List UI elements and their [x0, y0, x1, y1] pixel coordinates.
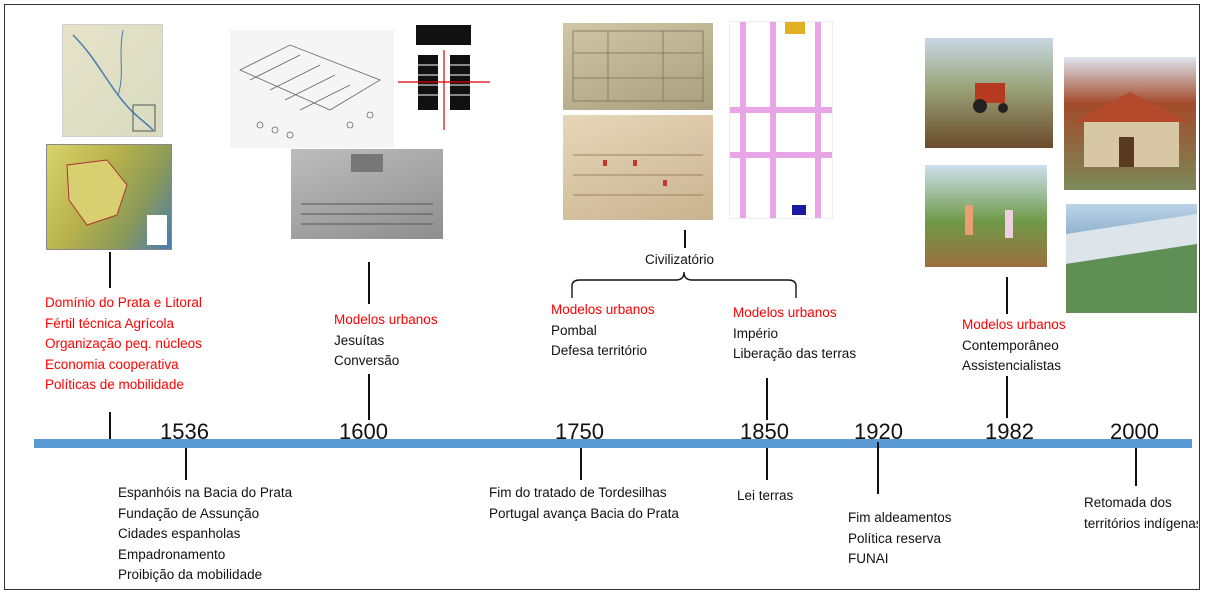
text-line: FUNAI — [848, 551, 889, 566]
tick-1920-down — [877, 442, 879, 494]
block-1750-below: Fim do tratado de Tordesilhas Portugal a… — [489, 483, 679, 524]
text-line: Assistencialistas — [962, 358, 1062, 373]
text-line: Retomada dos — [1084, 495, 1172, 510]
text-line: Defesa território — [551, 343, 648, 358]
connector-1982-upper — [1006, 277, 1008, 314]
tick-1982-up — [1006, 376, 1008, 418]
dam-photo — [1066, 204, 1197, 313]
text-line: Fim do tratado de Tordesilhas — [489, 485, 667, 500]
text-line: Domínio do Prata e Litoral — [45, 295, 202, 310]
civilizatorio-label: Civilizatório — [645, 252, 715, 267]
block-1850-above: Modelos urbanos Império Liberação das te… — [733, 303, 856, 365]
connector-1600-upper — [368, 262, 370, 304]
urban-plan-grey-image — [563, 23, 713, 110]
connector-civilizatorio — [684, 230, 686, 248]
block-1920-below: Fim aldeamentos Política reserva FUNAI — [848, 508, 952, 570]
tick-1750-down — [580, 448, 582, 480]
tick-1536-up — [109, 412, 111, 440]
text-line: Fértil técnica Agrícola — [45, 315, 175, 331]
year-label-1982: 1982 — [985, 419, 1034, 444]
mission-plan-image — [398, 20, 490, 132]
text-line: Fim aldeamentos — [848, 510, 952, 525]
text-line: Espanhóis na Bacia do Prata — [118, 485, 293, 500]
text-line: Jesuítas — [334, 332, 385, 348]
text-line: Pombal — [551, 322, 597, 338]
text-line: Economia cooperativa — [45, 356, 179, 372]
year-label-1750: 1750 — [555, 419, 604, 444]
text-line: Proibição da mobilidade — [118, 567, 263, 582]
mission-sketch-image — [230, 30, 394, 148]
text-line: Contemporâneo — [962, 337, 1059, 353]
year-label-2000: 2000 — [1110, 419, 1159, 444]
year-label-1920: 1920 — [854, 419, 903, 444]
year-label-1850: 1850 — [740, 419, 789, 444]
block-1750-above: Modelos urbanos Pombal Defesa território — [551, 300, 655, 362]
timeline-axis — [34, 439, 1192, 448]
text-line: Portugal avança Bacia do Prata — [489, 505, 679, 521]
block-title: Modelos urbanos — [962, 317, 1066, 332]
text-line: Organização peq. núcleos — [45, 336, 202, 351]
text-line: Conversão — [334, 353, 400, 368]
year-label-1600: 1600 — [339, 419, 388, 444]
diagram-frame — [4, 4, 1200, 590]
block-title: Modelos urbanos — [334, 312, 438, 327]
block-2000-below: Retomada dos territórios indígenas — [1084, 493, 1198, 534]
block-1536-below: Espanhóis na Bacia do Prata Fundação de … — [118, 483, 292, 586]
house-photo — [1064, 57, 1196, 190]
urban-plan-beige-image — [563, 115, 713, 220]
block-1982-above: Modelos urbanos Contemporâneo Assistenci… — [962, 315, 1066, 377]
tick-1850-up — [766, 378, 768, 420]
tick-1600-up — [368, 374, 370, 420]
text-line: Fundação de Assunção — [118, 505, 260, 521]
block-title: Modelos urbanos — [733, 305, 837, 320]
year-label-1536: 1536 — [160, 419, 209, 444]
text-line: Políticas de mobilidade — [45, 377, 184, 392]
text-line: Cidades espanholas — [118, 526, 241, 541]
block-1850-below: Lei terras — [737, 486, 793, 507]
tick-2000-down — [1135, 448, 1137, 486]
text-line: territórios indígenas — [1084, 515, 1198, 531]
children-road-photo — [925, 165, 1047, 267]
text-line: Empadronamento — [118, 546, 226, 562]
text-line: Política reserva — [848, 530, 942, 546]
text-line: Império — [733, 325, 779, 341]
tick-1850-down — [766, 448, 768, 480]
tick-1536-down — [185, 448, 187, 480]
block-1536-above: Domínio do Prata e Litoral Fértil técnic… — [45, 293, 202, 396]
text-line: Liberação das terras — [733, 346, 857, 361]
map-image — [62, 24, 163, 137]
urban-plan-grid-image — [729, 21, 833, 219]
block-1600-above: Modelos urbanos Jesuítas Conversão — [334, 310, 438, 372]
block-title: Modelos urbanos — [551, 302, 655, 317]
mission-photo-image — [291, 149, 443, 239]
colored-map-image — [46, 144, 172, 250]
text-line: Lei terras — [737, 488, 794, 503]
connector-1536-upper — [109, 252, 111, 288]
tractor-field-photo — [925, 38, 1053, 148]
